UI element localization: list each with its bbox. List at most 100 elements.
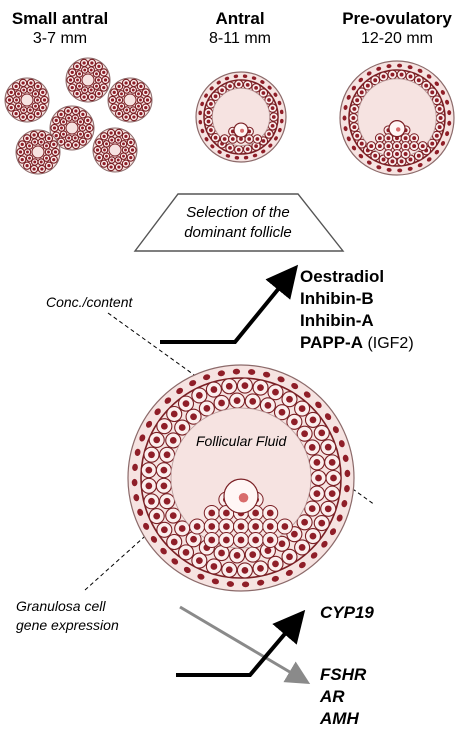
small-antrum xyxy=(123,93,137,107)
granulosa-cell-nucleus xyxy=(25,136,29,140)
theca-cell xyxy=(261,149,266,154)
theca-cell xyxy=(150,535,158,543)
granulosa-cell-nucleus xyxy=(271,115,276,119)
cumulus-cell-nucleus xyxy=(395,144,399,149)
theca-cell xyxy=(203,374,211,381)
theca-cell xyxy=(251,76,257,80)
granulosa-cell-nucleus xyxy=(109,165,113,169)
granulosa-cell-nucleus xyxy=(70,70,74,75)
cumulus-cell-nucleus xyxy=(386,136,391,141)
granulosa-cell-nucleus xyxy=(73,116,77,120)
granulosa-cell-nucleus xyxy=(20,157,24,162)
granulosa-cell-nucleus xyxy=(116,158,120,162)
granulosa-cell-nucleus xyxy=(81,140,85,144)
granulosa-cell-nucleus xyxy=(52,126,57,130)
granulosa-cell-nucleus xyxy=(103,148,106,152)
oocyte-nucleus xyxy=(395,127,401,132)
cumulus-cell-nucleus xyxy=(208,523,216,530)
theca-cell xyxy=(397,168,403,173)
granulosa-cell-nucleus xyxy=(117,112,121,116)
granulosa-cell-nucleus xyxy=(89,88,93,92)
hormone-oestradiol: Oestradiol xyxy=(300,267,385,286)
granulosa-cell-nucleus xyxy=(112,90,116,95)
granulosa-cell-nucleus xyxy=(430,90,435,95)
granulosa-cell-nucleus xyxy=(309,532,317,540)
theca-cell xyxy=(376,165,382,170)
cumulus-cell-nucleus xyxy=(223,509,230,517)
cumulus-cell-nucleus xyxy=(266,536,274,544)
theca-cell xyxy=(426,157,432,162)
theca-cell xyxy=(209,86,214,91)
theca-cell xyxy=(271,575,279,582)
granulosa-cell-nucleus xyxy=(86,118,90,123)
theca-cell xyxy=(268,143,273,148)
theca-cell xyxy=(198,119,203,125)
stage-title-small-antral: Small antral xyxy=(11,9,109,28)
granulosa-cell-nucleus xyxy=(132,81,136,85)
granulosa-cell-nucleus xyxy=(47,150,50,154)
granulosa-cell-nucleus xyxy=(116,138,120,142)
small-antrum xyxy=(108,143,122,157)
gene-increase-arrow xyxy=(176,609,306,677)
stage-title-preovulatory: Pre-ovulatory xyxy=(342,9,452,28)
theca-cell xyxy=(351,85,357,91)
granulosa-cell-nucleus xyxy=(270,106,275,111)
theca-cell xyxy=(200,128,205,134)
granulosa-cell-nucleus xyxy=(206,110,211,115)
granulosa-cell-nucleus xyxy=(110,138,114,142)
theca-cell xyxy=(342,454,349,462)
cumulus-cell-nucleus xyxy=(237,536,245,544)
granulosa-cell-nucleus xyxy=(313,459,321,466)
granulosa-cell-nucleus xyxy=(78,84,81,88)
theca-cell xyxy=(243,155,249,160)
granulosa-cell-nucleus xyxy=(66,143,70,147)
granulosa-cell-nucleus xyxy=(352,106,357,111)
granulosa-cell-nucleus xyxy=(117,84,121,88)
theca-cell xyxy=(343,105,348,111)
granulosa-cell-nucleus xyxy=(32,133,36,137)
granulosa-cell-nucleus xyxy=(264,401,272,409)
granulosa-cell-nucleus xyxy=(324,443,332,451)
granulosa-cell-nucleus xyxy=(82,61,86,65)
granulosa-cell-nucleus xyxy=(233,552,241,559)
granulosa-cell-nucleus xyxy=(83,88,87,92)
granulosa-cell-nucleus xyxy=(105,142,108,146)
granulosa-cell-nucleus xyxy=(144,90,148,95)
theca-cell xyxy=(277,100,282,106)
granulosa-cell-nucleus xyxy=(18,150,23,154)
granulosa-cell-nucleus xyxy=(62,132,65,136)
theca-cell xyxy=(407,166,413,171)
cumulus-cell-nucleus xyxy=(247,137,252,141)
granulosa-cell-nucleus xyxy=(75,64,79,68)
granulosa-cell-nucleus xyxy=(34,104,37,108)
gene-ar: AR xyxy=(320,687,345,706)
granulosa-cell-nucleus xyxy=(95,148,100,152)
cumulus-cell-nucleus xyxy=(386,144,391,149)
granulosa-cell-nucleus xyxy=(355,98,360,103)
theca-cell xyxy=(183,566,191,574)
granulosa-cell-nucleus xyxy=(160,422,168,430)
granulosa-cell-nucleus xyxy=(278,408,286,416)
granulosa-cell-nucleus xyxy=(218,399,225,407)
granulosa-cell-nucleus xyxy=(195,557,203,564)
granulosa-cell-nucleus xyxy=(245,82,250,87)
granulosa-cell-nucleus xyxy=(40,133,44,137)
theca-cell xyxy=(447,120,452,126)
theca-cell xyxy=(342,115,347,121)
granulosa-cell-nucleus xyxy=(20,142,24,147)
granulosa-cell-nucleus xyxy=(131,108,135,112)
granulosa-cell-nucleus xyxy=(416,153,421,158)
granulosa-cell-nucleus xyxy=(97,64,101,68)
granulosa-cell-nucleus xyxy=(54,133,58,138)
granulosa-cell-nucleus xyxy=(54,118,58,123)
theca-cell xyxy=(417,163,423,168)
granulosa-cell-nucleus xyxy=(144,105,148,110)
granulosa-cell-nucleus xyxy=(109,131,113,135)
granulosa-cell-nucleus xyxy=(213,135,218,140)
granulosa-cell-nucleus xyxy=(62,120,65,124)
granulosa-cell-nucleus xyxy=(22,108,26,112)
theca-cell xyxy=(171,558,179,565)
theca-cell xyxy=(247,369,256,375)
granulosa-cell-nucleus xyxy=(122,142,125,146)
